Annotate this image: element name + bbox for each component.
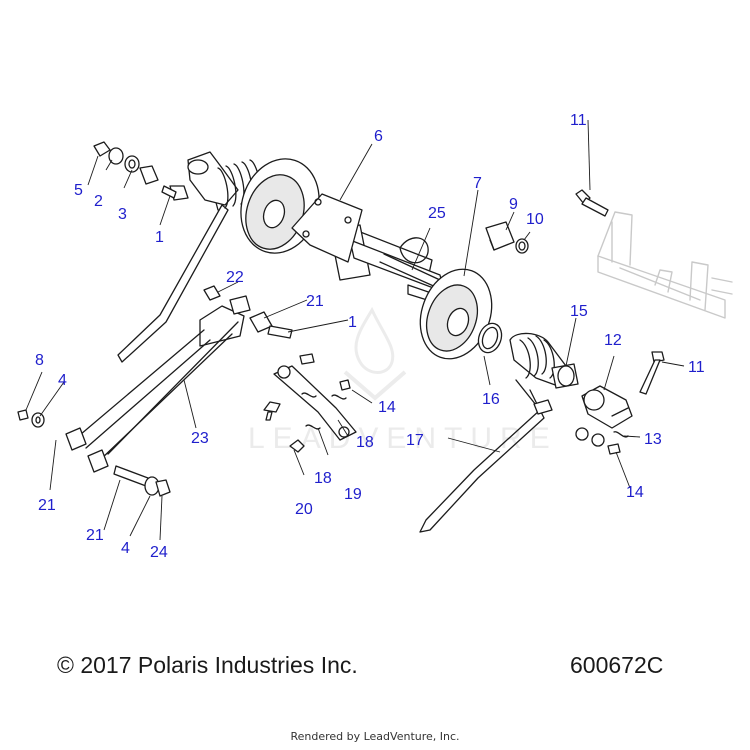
callout-21-upper: 21 (306, 293, 324, 310)
bushing-21-lower-mid (87, 449, 109, 473)
callout-9: 9 (509, 196, 518, 213)
clamp-block (581, 385, 633, 429)
stud-lower (289, 439, 305, 453)
link-plate (273, 365, 357, 441)
spring-arm-left (117, 179, 229, 363)
callout-15: 15 (570, 303, 588, 320)
callout-5: 5 (74, 182, 83, 199)
callout-22: 22 (226, 269, 244, 286)
callout-12: 12 (604, 332, 622, 349)
callout-1-upper: 1 (155, 229, 164, 246)
stud-upper (299, 353, 315, 365)
bushing-21-upper (249, 311, 293, 339)
pivot-rod (379, 253, 441, 289)
callout-21-lower: 21 (86, 527, 104, 544)
callout-16: 16 (482, 391, 500, 408)
callout-23: 23 (191, 430, 209, 447)
callout-1-mid: 1 (348, 314, 357, 331)
spring-arm-right (419, 379, 553, 533)
callout-13: 13 (644, 431, 662, 448)
bushing-21-lower-left (65, 427, 87, 451)
copyright-text: © 2017 Polaris Industries Inc. (57, 652, 358, 678)
callout-11-right: 11 (688, 359, 705, 376)
callout-18-upper: 18 (356, 434, 374, 451)
callout-14-mid: 14 (378, 399, 396, 416)
callout-20: 20 (295, 501, 313, 518)
mount-bracket (291, 193, 429, 264)
watermark-v-icon (343, 370, 407, 401)
snap-ring-top (515, 238, 529, 254)
callout-6: 6 (374, 128, 383, 145)
bolt-top (575, 189, 609, 217)
hub-disc-right (419, 268, 493, 360)
torsion-spring-right (509, 332, 579, 389)
callout-25: 25 (428, 205, 446, 222)
callout-4-lower: 4 (121, 540, 130, 557)
hardware-top-left (93, 141, 189, 201)
callout-8: 8 (35, 352, 44, 369)
leader-lines (25, 119, 685, 541)
callout-19: 19 (344, 486, 362, 503)
callout-7: 7 (473, 175, 482, 192)
callout-14-right: 14 (626, 484, 644, 501)
watermark-flame-icon (354, 306, 395, 374)
hardware-right (575, 427, 629, 455)
render-credit: Rendered by LeadVenture, Inc. (290, 730, 460, 743)
hardware-left (17, 409, 45, 428)
callout-4-left: 4 (58, 372, 67, 389)
callout-11-top: 11 (570, 112, 587, 129)
stud-left (263, 401, 281, 421)
callout-24: 24 (150, 544, 168, 561)
nut-14-mid (339, 379, 351, 391)
pivot-pin (113, 465, 171, 497)
frame-mount-ghost (597, 211, 733, 319)
o-ring (477, 322, 503, 354)
drawing-number: 600672C (570, 652, 664, 678)
callout-17: 17 (406, 432, 424, 449)
callout-10: 10 (526, 211, 544, 228)
leadventure-watermark: LEADVENTURE (248, 306, 550, 455)
callout-labels: 6 5 2 3 1 7 25 9 10 11 22 21 1 15 12 11 … (35, 112, 705, 561)
callout-21-left: 21 (38, 497, 56, 514)
callout-3: 3 (118, 206, 127, 223)
bolt-right (639, 351, 665, 395)
callout-18-lower: 18 (314, 470, 332, 487)
spring-clips (301, 392, 347, 430)
bushing-block (485, 221, 515, 251)
nut-22 (203, 285, 221, 301)
callout-2: 2 (94, 193, 103, 210)
linkage-arm (73, 295, 251, 461)
